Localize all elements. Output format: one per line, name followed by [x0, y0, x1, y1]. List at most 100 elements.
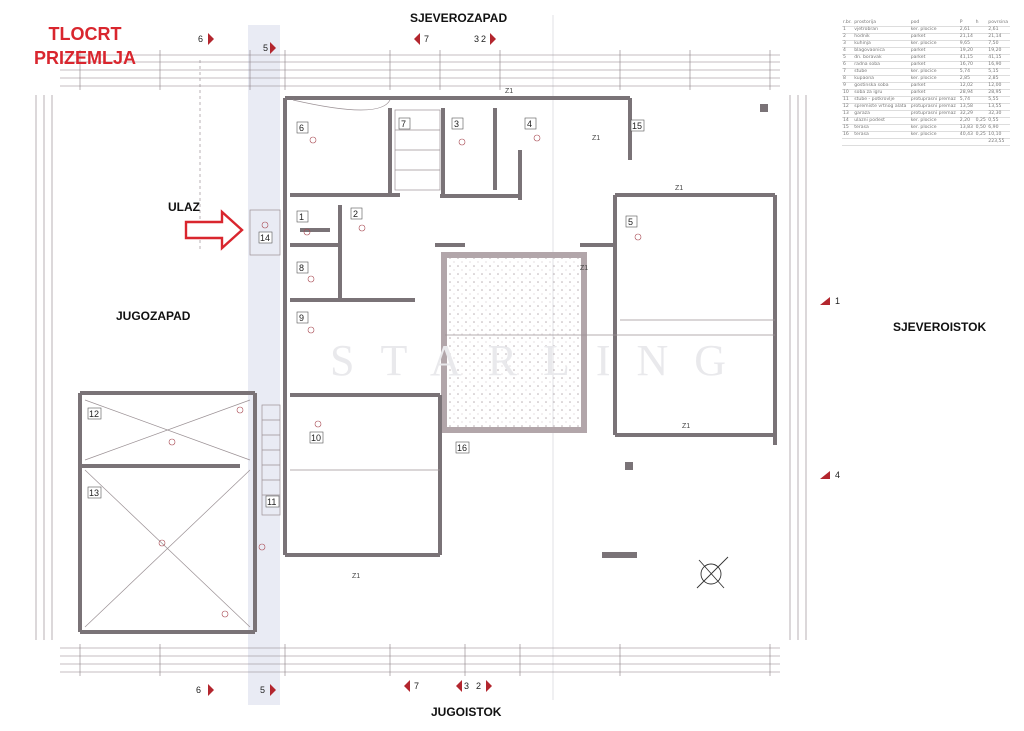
area-table-cell: 0,50 [974, 124, 988, 132]
area-table-cell: 16,90 [987, 61, 1010, 69]
area-table-cell: ulazni podest [853, 117, 910, 125]
room-9-label: 9 [299, 313, 304, 323]
area-table-cell: 14 [842, 117, 854, 125]
area-table-cell: 13,58 [958, 103, 975, 111]
entrance-label: ULAZ [168, 200, 200, 214]
area-table-header-cell: h [974, 20, 988, 27]
area-table-cell: 12,00 [987, 82, 1010, 90]
area-table-cell: 16,70 [958, 61, 975, 69]
area-table-cell [974, 33, 988, 41]
area-table-header-cell: r.br. [842, 20, 854, 27]
dimension-lines-right [789, 95, 807, 640]
svg-text:Z1: Z1 [675, 185, 683, 192]
area-table-cell [974, 82, 988, 90]
area-table-cell [842, 138, 854, 146]
area-table-cell: 9,65 [958, 40, 975, 48]
area-table-cell: 7,50 [987, 40, 1010, 48]
area-table-cell: terasa [853, 124, 910, 132]
area-table-cell: parket [909, 82, 959, 90]
svg-text:5: 5 [260, 685, 265, 695]
area-table-cell: ker. plocice [909, 75, 959, 83]
dimension-lines-bottom [60, 647, 780, 673]
svg-text:1: 1 [835, 296, 840, 306]
area-table-cell [974, 96, 988, 104]
area-table-cell: 15 [842, 124, 854, 132]
room-8-label: 8 [299, 263, 304, 273]
area-table-cell: 41,15 [958, 54, 975, 62]
area-table-cell: 5,15 [987, 68, 1010, 76]
area-table-cell: 5,55 [987, 96, 1010, 104]
area-table-cell: 0,55 [987, 117, 1010, 125]
area-table-cell: 2,85 [958, 75, 975, 83]
area-table-cell: gostinska soba [853, 82, 910, 90]
room-6-label: 6 [299, 123, 304, 133]
room-1-label: 1 [299, 212, 304, 222]
area-table-cell: parket [909, 89, 959, 97]
area-table-cell: 21,14 [958, 33, 975, 41]
area-table-cell: 28,95 [987, 89, 1010, 97]
plan-title: TLOCRT PRIZEMLJA [30, 22, 140, 70]
area-table-cell [974, 47, 988, 55]
area-table-cell [974, 68, 988, 76]
area-table-cell: 5,74 [958, 68, 975, 76]
area-table-cell: parket [909, 54, 959, 62]
area-table-cell: 12 [842, 103, 854, 111]
room-2-label: 2 [353, 209, 358, 219]
area-table-cell [909, 138, 959, 146]
entrance-arrow-icon [184, 209, 244, 251]
area-table-cell: stube - potkrovlje [853, 96, 910, 104]
dimension-lines-left [35, 95, 53, 640]
area-table-cell [974, 110, 988, 118]
area-table-cell: 19,20 [987, 47, 1010, 55]
svg-text:7: 7 [414, 681, 419, 691]
svg-text:5: 5 [263, 43, 268, 53]
svg-text:Z1: Z1 [592, 135, 600, 142]
area-table-cell: 10,10 [987, 131, 1010, 139]
area-table-header-cell: povrsina [987, 20, 1010, 27]
svg-text:6: 6 [196, 685, 201, 695]
room-14-label: 14 [260, 233, 270, 243]
area-table-cell [974, 138, 988, 146]
room-4-label: 4 [527, 119, 532, 129]
detail-lines [84, 60, 775, 628]
svg-text:6: 6 [198, 34, 203, 44]
area-table-cell: kupaona [853, 75, 910, 83]
area-table-cell: 223,55 [987, 138, 1010, 146]
svg-text:Z1: Z1 [505, 88, 513, 95]
svg-text:Z1: Z1 [580, 265, 588, 272]
direction-north-east: SJEVEROISTOK [893, 320, 987, 334]
room-16-label: 16 [457, 443, 467, 453]
area-table-cell: blagovaonica [853, 47, 910, 55]
fold-shadow [248, 25, 280, 705]
area-table-cell: 2,61 [958, 26, 975, 34]
area-table-cell: vjetrobran [853, 26, 910, 34]
area-table-cell: 2,85 [987, 75, 1010, 83]
area-table-cell: ker. plocice [909, 26, 959, 34]
area-table-cell: 13,55 [987, 103, 1010, 111]
area-table-cell: protuprasni premaz [909, 110, 959, 118]
svg-text:7: 7 [424, 34, 429, 44]
area-table-cell: 5 [842, 54, 854, 62]
area-table-header-cell: pod [909, 20, 959, 27]
area-table-cell [974, 61, 988, 69]
terrace-hatch [441, 252, 587, 433]
section-markers [208, 33, 830, 696]
area-table-cell: 13,83 [958, 124, 975, 132]
area-table-row: 223,55 [842, 138, 1010, 146]
watermark: STARLING [330, 336, 753, 385]
area-table-cell [974, 40, 988, 48]
room-10-label: 10 [311, 433, 321, 443]
area-table-cell: 32,29 [958, 110, 975, 118]
room-15-label: 15 [632, 121, 642, 131]
area-table-cell: 6,90 [987, 124, 1010, 132]
area-table-cell: 9 [842, 82, 854, 90]
direction-north-west: SJEVEROZAPAD [410, 11, 508, 25]
